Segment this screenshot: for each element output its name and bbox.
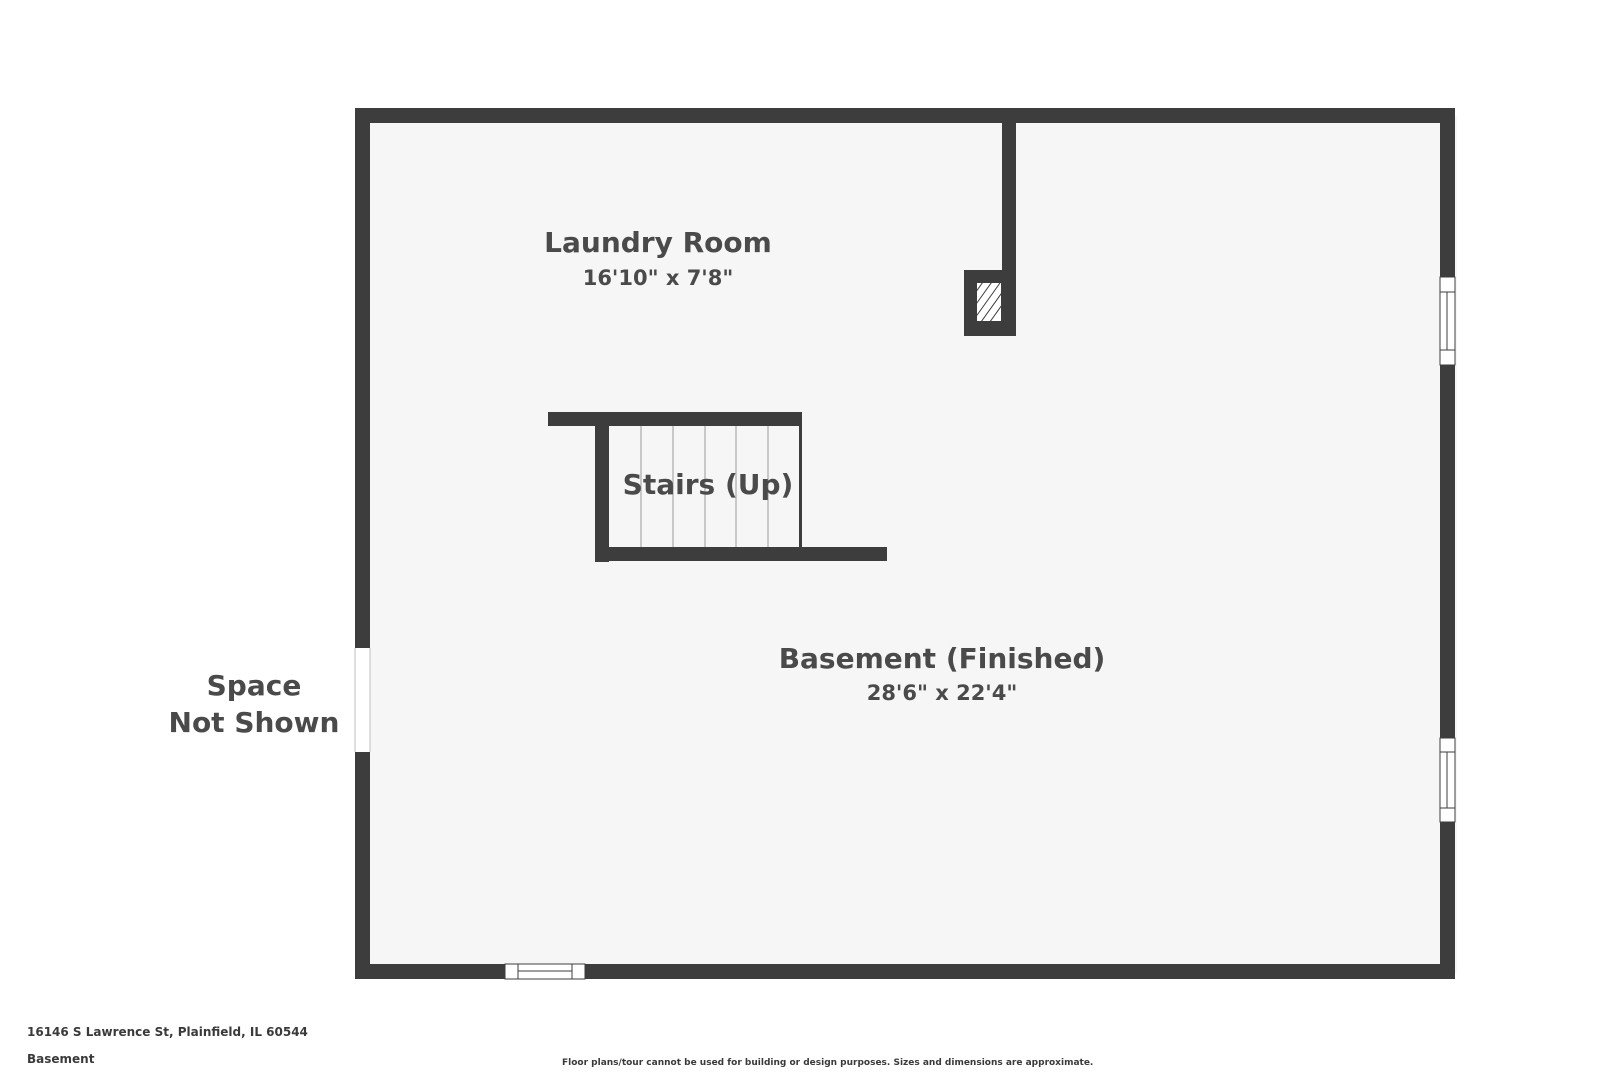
left-opening	[354, 648, 371, 752]
stair-treads	[640, 425, 769, 547]
exterior-walls	[355, 108, 1455, 979]
window-bottom	[504, 963, 586, 980]
disclaimer-text: Floor plans/tour cannot be used for buil…	[562, 1058, 1094, 1068]
basement-name: Basement (Finished)	[779, 642, 1106, 675]
wall-left-upper	[355, 108, 370, 648]
basement-dimensions: 28'6" x 22'4"	[867, 681, 1018, 705]
stairs-right-edge	[799, 412, 802, 549]
window-right-upper	[1439, 276, 1456, 366]
stairs-left-wall	[595, 412, 609, 562]
wall-bottom	[355, 964, 1455, 979]
stairs-bottom-wall	[595, 547, 887, 561]
space-not-shown-line2: Not Shown	[169, 706, 340, 739]
address-label: 16146 S Lawrence St, Plainfield, IL 6054…	[27, 1025, 308, 1039]
chimney-column	[964, 270, 1016, 336]
space-not-shown-line1: Space	[207, 669, 302, 702]
interior-wall	[1002, 116, 1016, 278]
wall-left-lower	[355, 752, 370, 979]
laundry-room-name: Laundry Room	[544, 226, 772, 259]
stairs-label: Stairs (Up)	[623, 468, 794, 501]
stairs	[548, 412, 887, 562]
window-right-lower	[1439, 737, 1456, 823]
stairs-top-wall	[548, 412, 802, 426]
laundry-room-dimensions: 16'10" x 7'8"	[583, 266, 734, 290]
floor-name-label: Basement	[27, 1052, 95, 1066]
floor-area	[362, 116, 1457, 973]
wall-right	[1440, 108, 1455, 979]
wall-top	[355, 108, 1455, 123]
